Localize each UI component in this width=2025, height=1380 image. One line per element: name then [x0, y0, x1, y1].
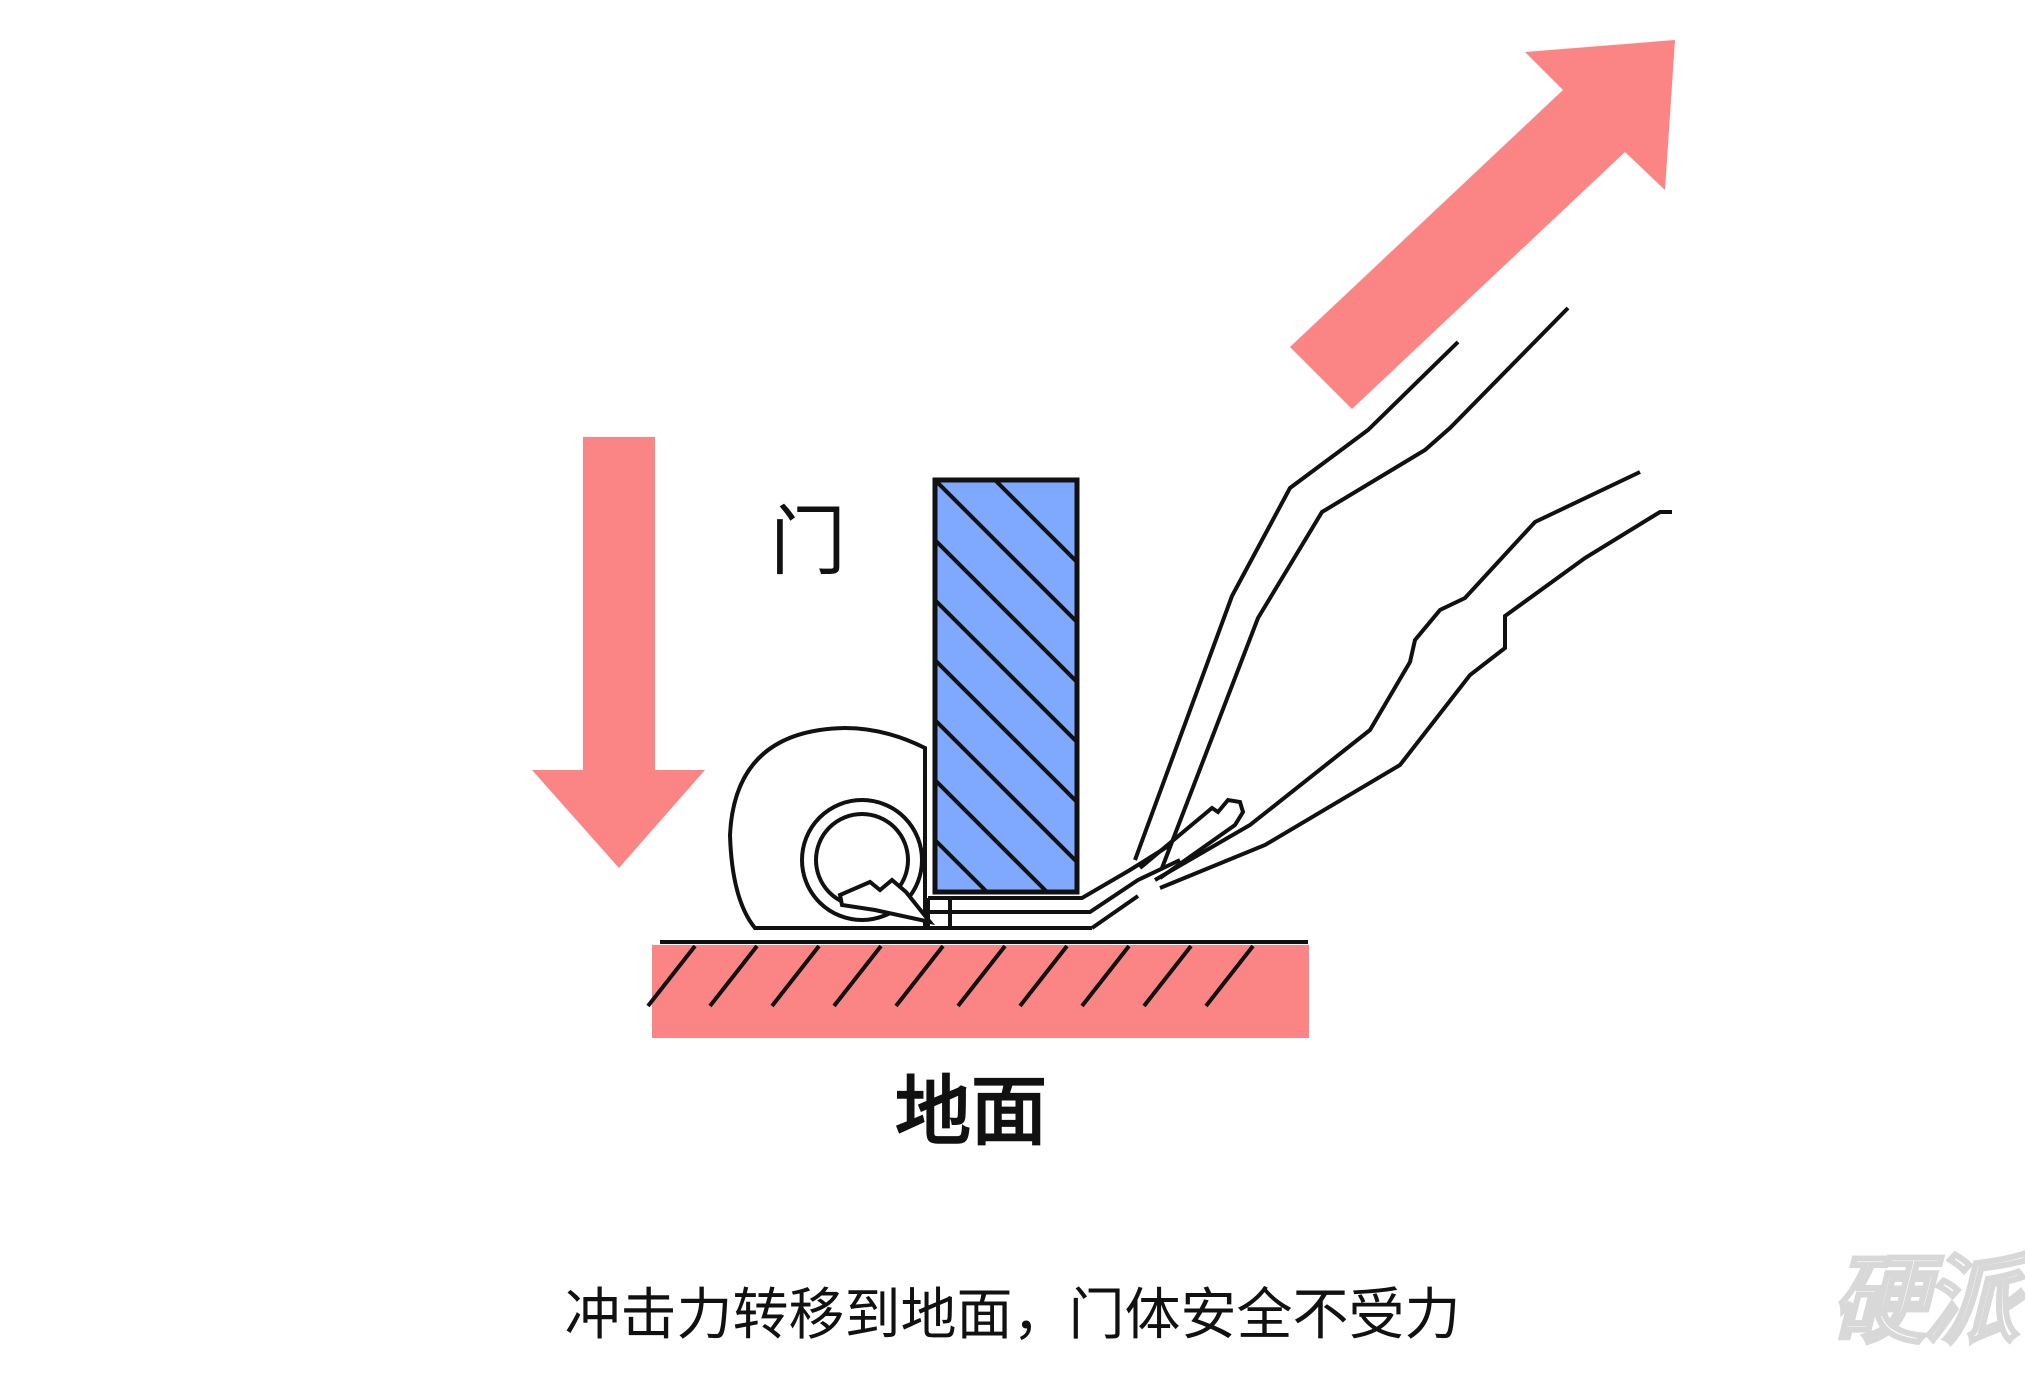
watermark-logo: 硬派 [1830, 1244, 2021, 1359]
ground-label: 地面 [895, 1067, 1047, 1156]
door-panel [932, 477, 1080, 895]
ground-fill [652, 945, 1309, 1038]
impact-force-down-arrow-icon [532, 437, 705, 868]
stopper-latch-teeth [837, 877, 936, 926]
stopper-spring-arms [1133, 306, 1672, 890]
door-outline [932, 477, 1080, 895]
ground-slab [646, 940, 1309, 1038]
stopper-housing [727, 725, 936, 930]
ground-hatching [646, 944, 1255, 1008]
force-release-up-arrow-icon [1290, 40, 1675, 409]
stopper-pivot-outer [800, 798, 924, 922]
caption-text: 冲击力转移到地面，门体安全不受力 [564, 1283, 1461, 1348]
door-hatching [935, 480, 1077, 892]
door-label: 门 [770, 497, 846, 586]
